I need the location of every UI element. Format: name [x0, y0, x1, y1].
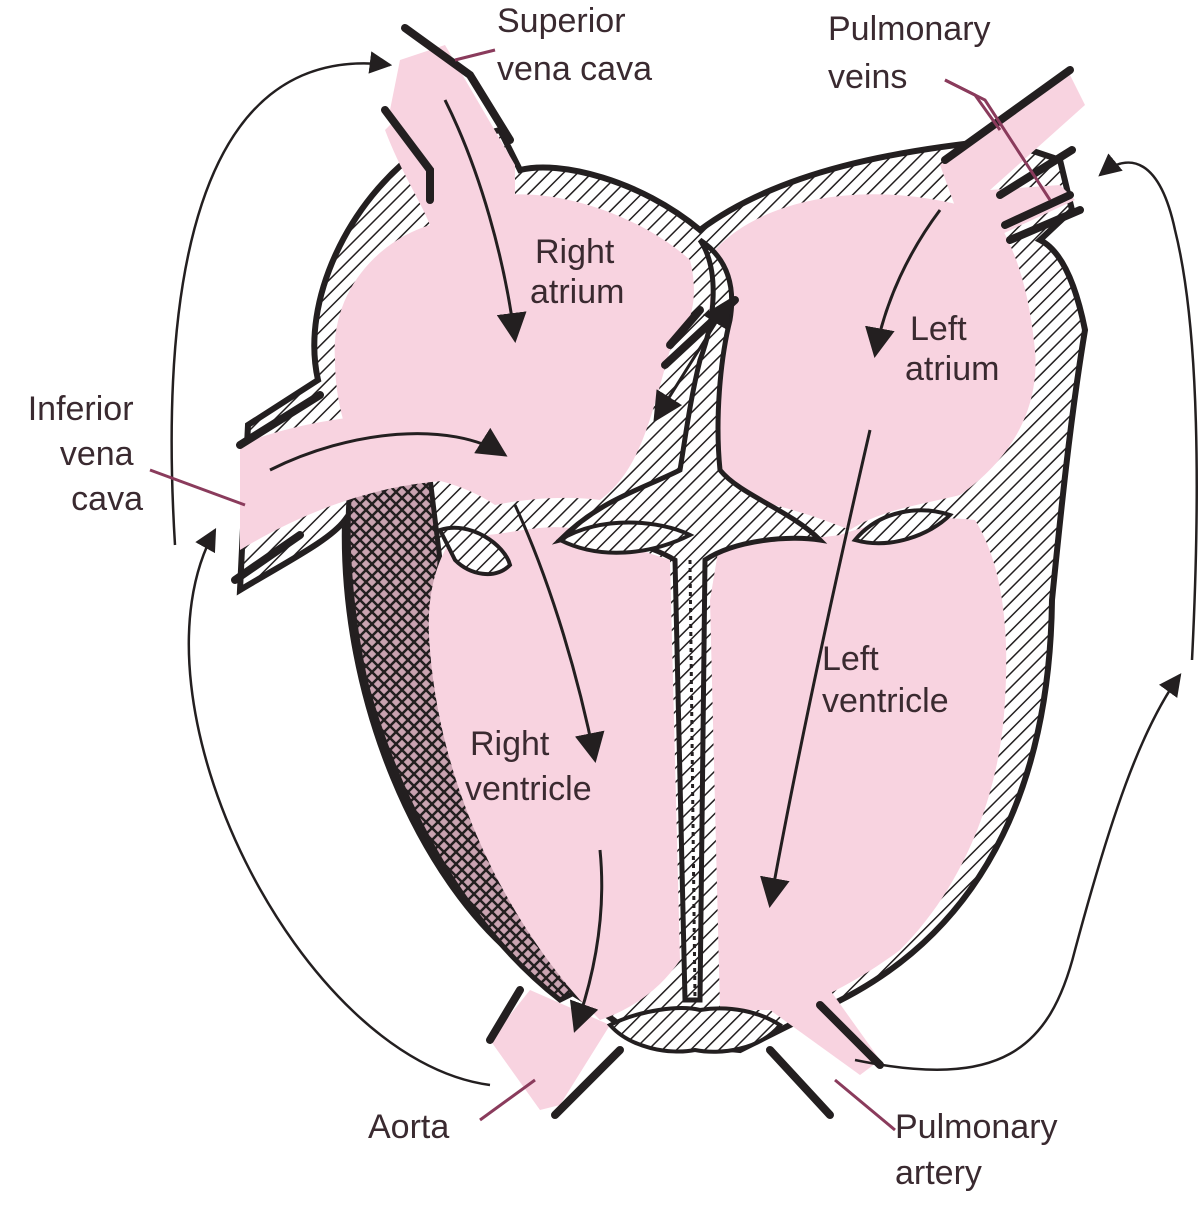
- septum-midline: [688, 559, 697, 1001]
- label-aorta: Aorta: [368, 1108, 449, 1146]
- label-pulmonary-artery: Pulmonary artery: [895, 1108, 1067, 1192]
- semilunar-valves: [606, 1006, 783, 1054]
- systemic-circulation-arrows: [170, 51, 1198, 1087]
- svc-lumen: [390, 45, 515, 215]
- tricuspid-valve: [437, 525, 513, 577]
- left-atrium-chamber: [702, 194, 1036, 530]
- pulmonary-veins-lumen: [940, 75, 1085, 235]
- ivc-lumen: [240, 413, 470, 550]
- internal-flow-arrows: [269, 99, 942, 1033]
- label-right-atrium: Right atrium: [530, 233, 624, 311]
- pulmonary-artery-lumen: [770, 990, 880, 1075]
- mitral-valve-left: [555, 520, 695, 555]
- label-right-ventricle: Right ventricle: [465, 725, 592, 808]
- label-inferior-vena-cava: Inferior vena cava: [28, 390, 143, 518]
- label-pulmonary-veins: Pulmonary veins: [828, 10, 1000, 96]
- left-ventricle-chamber: [710, 518, 1007, 1010]
- right-ventricle-wall: [345, 470, 584, 1003]
- leader-lines: [149, 48, 1052, 1132]
- label-left-ventricle: Left ventricle: [822, 640, 949, 720]
- label-superior-vena-cava: Superior vena cava: [497, 2, 652, 88]
- right-ventricle-chamber: [428, 527, 680, 1020]
- right-atrium-chamber: [334, 95, 694, 505]
- mitral-valve-right: [851, 508, 954, 546]
- label-left-atrium: Left atrium: [905, 310, 999, 388]
